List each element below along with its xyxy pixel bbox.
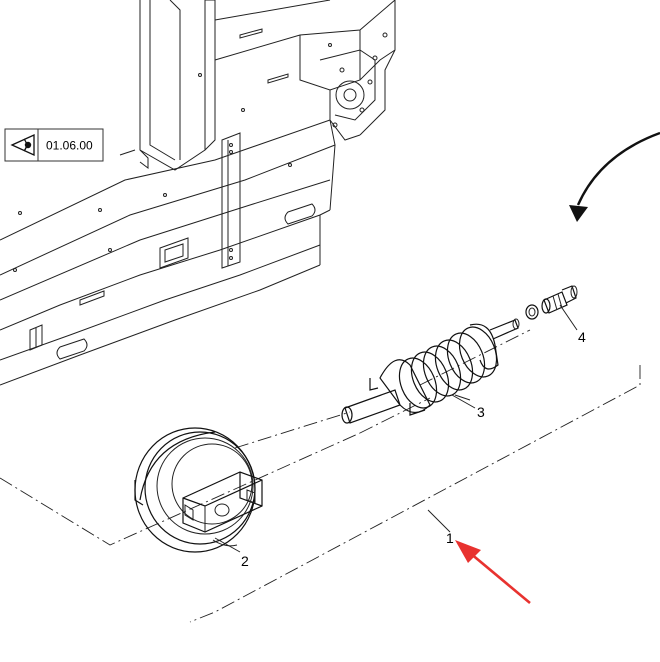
leader-2 — [214, 537, 241, 553]
leader-lines — [214, 304, 578, 553]
grease-fitting — [525, 285, 578, 320]
callout-3: 3 — [477, 404, 485, 420]
red-pointer-arrow-icon — [455, 540, 531, 604]
leader-4 — [559, 304, 578, 331]
leader-3 — [451, 394, 476, 409]
callout-2: 2 — [241, 553, 249, 569]
view-reference-box[interactable]: 01.06.00 — [4, 128, 104, 162]
rotation-arrow-icon — [569, 131, 660, 222]
reference-frame — [4, 128, 104, 162]
recoil-spring — [341, 318, 520, 424]
idler-wheel — [134, 427, 263, 553]
callout-1: 1 — [446, 530, 454, 546]
callout-4: 4 — [578, 329, 586, 345]
view-eye-icon — [10, 133, 35, 157]
leader-1 — [427, 509, 451, 533]
reference-code: 01.06.00 — [46, 139, 93, 153]
machine-frame — [0, 0, 396, 386]
assembly-boundary — [0, 329, 641, 623]
